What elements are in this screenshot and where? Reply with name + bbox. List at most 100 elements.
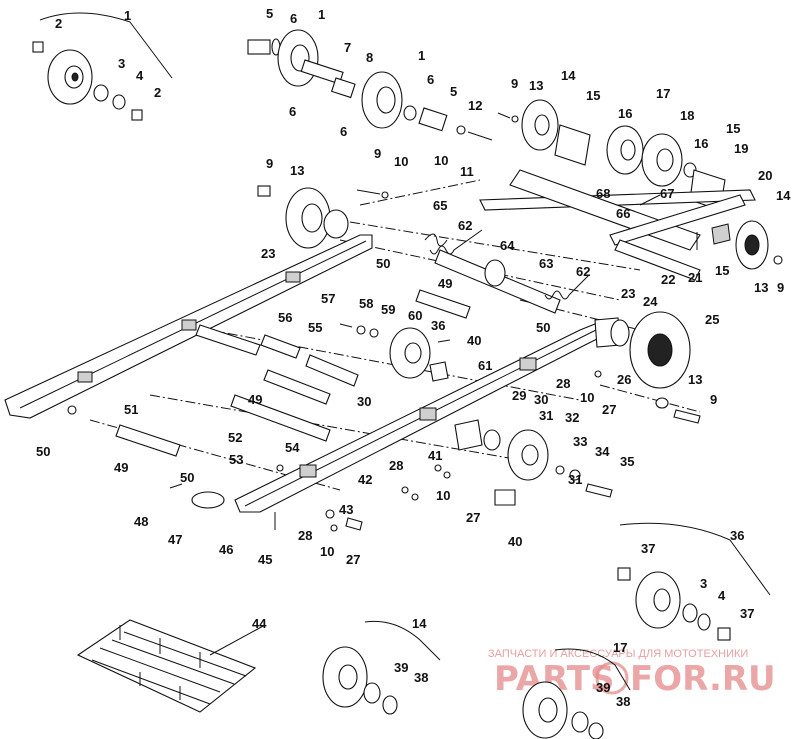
callout-label: 37 bbox=[740, 606, 754, 621]
callout-label: 51 bbox=[124, 402, 138, 417]
callout-label: 9 bbox=[710, 392, 717, 407]
callout-label: 1 bbox=[418, 48, 425, 63]
callout-label: 37 bbox=[641, 541, 655, 556]
callout-label: 35 bbox=[620, 454, 634, 469]
callout-label: 26 bbox=[617, 372, 631, 387]
callout-label: 10 bbox=[580, 390, 594, 405]
callout-label: 9 bbox=[374, 146, 381, 161]
callout-label: 6 bbox=[427, 72, 434, 87]
rear-arm-assembly bbox=[479, 169, 783, 281]
callout-label: 2 bbox=[55, 16, 62, 31]
callout-label: 58 bbox=[359, 296, 373, 311]
callout-label: 6 bbox=[289, 104, 296, 119]
washer-34-part bbox=[569, 469, 581, 481]
callout-label: 43 bbox=[339, 502, 353, 517]
callout-label: 53 bbox=[229, 452, 243, 467]
callout-label: 5 bbox=[450, 84, 457, 99]
ring-38b-part bbox=[588, 722, 604, 739]
callout-label: 28 bbox=[389, 458, 403, 473]
watermark: ЗАПЧАСТИ И АКСЕССУАРЫ ДЛЯ МОТОТЕХНИКИ PA… bbox=[488, 648, 776, 699]
callout-label: 9 bbox=[266, 156, 273, 171]
callout-label: 1 bbox=[318, 7, 325, 22]
washer-59-part bbox=[369, 328, 379, 338]
callout-label: 44 bbox=[252, 616, 267, 631]
slide-frame-44 bbox=[76, 619, 266, 713]
callout-label: 24 bbox=[643, 294, 658, 309]
callout-label: 19 bbox=[734, 141, 748, 156]
callout-label: 55 bbox=[308, 320, 322, 335]
bracket-15-part bbox=[554, 124, 591, 166]
callout-label: 63 bbox=[539, 256, 553, 271]
left-upper-wheel bbox=[257, 185, 389, 249]
bolt-9-part bbox=[257, 185, 271, 197]
ring-4-part bbox=[112, 94, 126, 110]
callout-label: 62 bbox=[576, 264, 590, 279]
axle-7-part bbox=[300, 59, 344, 85]
callout-label: 52 bbox=[228, 430, 242, 445]
callout-label: 39 bbox=[596, 680, 610, 695]
lower-hardware bbox=[169, 370, 602, 532]
callout-label: 29 bbox=[512, 388, 526, 403]
washer-58-part bbox=[356, 325, 366, 335]
callout-label: 12 bbox=[468, 98, 482, 113]
callout-label: 1 bbox=[124, 8, 131, 23]
shaft-56-part bbox=[195, 324, 261, 356]
washer-33-part bbox=[555, 465, 565, 475]
callout-label: 10 bbox=[436, 488, 450, 503]
callout-label: 38 bbox=[616, 694, 630, 709]
callout-label: 46 bbox=[219, 542, 233, 557]
callout-label: 16 bbox=[618, 106, 632, 121]
callout-label: 14 bbox=[561, 68, 576, 83]
bolt-57-part bbox=[339, 323, 353, 328]
callout-label: 18 bbox=[680, 108, 694, 123]
shaft-52-part bbox=[263, 369, 331, 405]
callout-label: 6 bbox=[290, 11, 297, 26]
callout-label: 9 bbox=[777, 280, 784, 295]
callout-label: 10 bbox=[394, 154, 408, 169]
callout-label: 48 bbox=[134, 514, 148, 529]
callout-label: 50 bbox=[536, 320, 550, 335]
shaft-49c-part bbox=[115, 424, 181, 457]
spring-shaft-assembly bbox=[424, 229, 590, 314]
callout-label: 30 bbox=[534, 392, 548, 407]
guard-47-part bbox=[191, 491, 225, 509]
callout-label: 47 bbox=[168, 532, 182, 547]
callout-label: 31 bbox=[568, 472, 582, 487]
callout-label: 23 bbox=[261, 246, 275, 261]
callout-label: 36 bbox=[730, 528, 744, 543]
callout-label: 3 bbox=[118, 56, 125, 71]
callout-label: 33 bbox=[573, 434, 587, 449]
bolt-9e-part bbox=[673, 409, 701, 424]
lower-center-wheel bbox=[454, 419, 613, 506]
callout-label: 34 bbox=[595, 444, 610, 459]
callout-label: 8 bbox=[366, 50, 373, 65]
top-axle-wheel-assembly bbox=[247, 29, 493, 141]
spacer-5b-part bbox=[418, 107, 448, 132]
callout-label: 64 bbox=[500, 238, 515, 253]
washer-50-part bbox=[67, 405, 77, 415]
callout-label: 32 bbox=[565, 410, 579, 425]
callout-label: 28 bbox=[556, 376, 570, 391]
callout-label: 22 bbox=[661, 272, 675, 287]
callout-label: 25 bbox=[705, 312, 719, 327]
callout-label: 10 bbox=[320, 544, 334, 559]
callout-label: 13 bbox=[754, 280, 768, 295]
callout-label: 13 bbox=[688, 372, 702, 387]
watermark-tagline: ЗАПЧАСТИ И АКСЕССУАРЫ ДЛЯ МОТОТЕХНИКИ bbox=[488, 648, 748, 660]
bolt-66-part bbox=[639, 194, 661, 206]
callout-label: 59 bbox=[381, 302, 395, 317]
callout-label: 27 bbox=[346, 552, 360, 567]
callout-label: 21 bbox=[688, 270, 702, 285]
callout-label: 62 bbox=[458, 218, 472, 233]
callout-label: 45 bbox=[258, 552, 272, 567]
callout-label: 11 bbox=[460, 164, 474, 179]
bolt-40b-part bbox=[494, 489, 516, 506]
arm-right-part bbox=[609, 194, 746, 246]
spacer-29-part bbox=[454, 419, 483, 451]
callout-label: 7 bbox=[344, 40, 351, 55]
callout-label: 57 bbox=[321, 291, 335, 306]
wheel-kit-36-group bbox=[617, 522, 771, 641]
watermark-logo-right: FOR.RU bbox=[630, 659, 776, 699]
callout-label: 68 bbox=[596, 186, 610, 201]
